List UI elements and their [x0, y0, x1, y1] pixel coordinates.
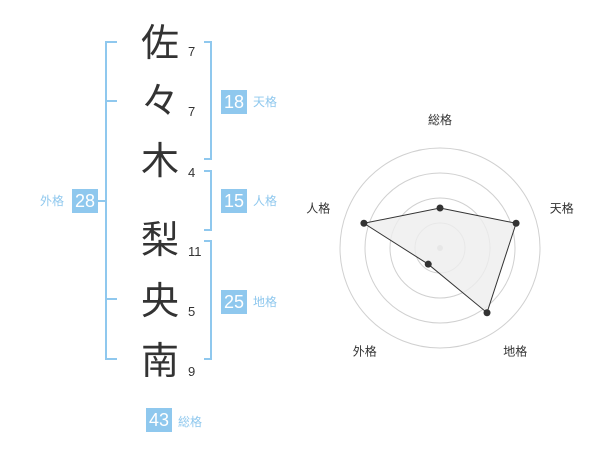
- jinkaku-label: 人格: [253, 194, 278, 208]
- name-char-3: 木: [140, 139, 179, 183]
- gaikaku-value: 28: [72, 189, 99, 213]
- radar-axis-label-2: 天格: [550, 200, 574, 215]
- name-char-6: 南: [140, 339, 179, 383]
- stroke-count-6: 9: [188, 364, 196, 379]
- radar-axis-label-5: 人格: [306, 200, 330, 215]
- radar-point-2: [512, 219, 520, 227]
- radar-axis-label-1: 総格: [428, 112, 452, 127]
- radar-polygon: [362, 207, 517, 314]
- stroke-count-5: 5: [188, 304, 196, 319]
- tenkaku-value: 18: [221, 90, 248, 114]
- name-char-4: 梨: [140, 218, 179, 262]
- gaikaku-label: 外格: [40, 194, 65, 208]
- jinkaku-value: 15: [221, 189, 248, 213]
- radar-point-4: [424, 260, 432, 268]
- stroke-count-1: 7: [188, 44, 196, 59]
- tenkaku-label: 天格: [253, 95, 278, 109]
- chikaku-label: 地格: [253, 295, 278, 309]
- name-char-5: 央: [140, 279, 179, 323]
- soukaku-value: 43: [146, 408, 173, 432]
- chikaku-value: 25: [221, 290, 248, 314]
- stroke-count-3: 4: [188, 165, 196, 180]
- radar-axis-label-3: 地格: [503, 344, 527, 359]
- name-char-1: 佐: [140, 21, 179, 65]
- radar-point-3: [483, 309, 491, 317]
- radar-ring-3: [364, 172, 516, 324]
- radar-ring-4: [339, 147, 541, 349]
- soukaku-label: 総格: [178, 415, 203, 429]
- radar-point-1: [436, 204, 444, 212]
- radar-axis-label-4: 外格: [353, 344, 377, 359]
- radar-point-5: [360, 219, 368, 227]
- stroke-count-2: 7: [188, 104, 196, 119]
- name-char-2: 々: [140, 79, 179, 123]
- stroke-count-4: 11: [188, 244, 202, 259]
